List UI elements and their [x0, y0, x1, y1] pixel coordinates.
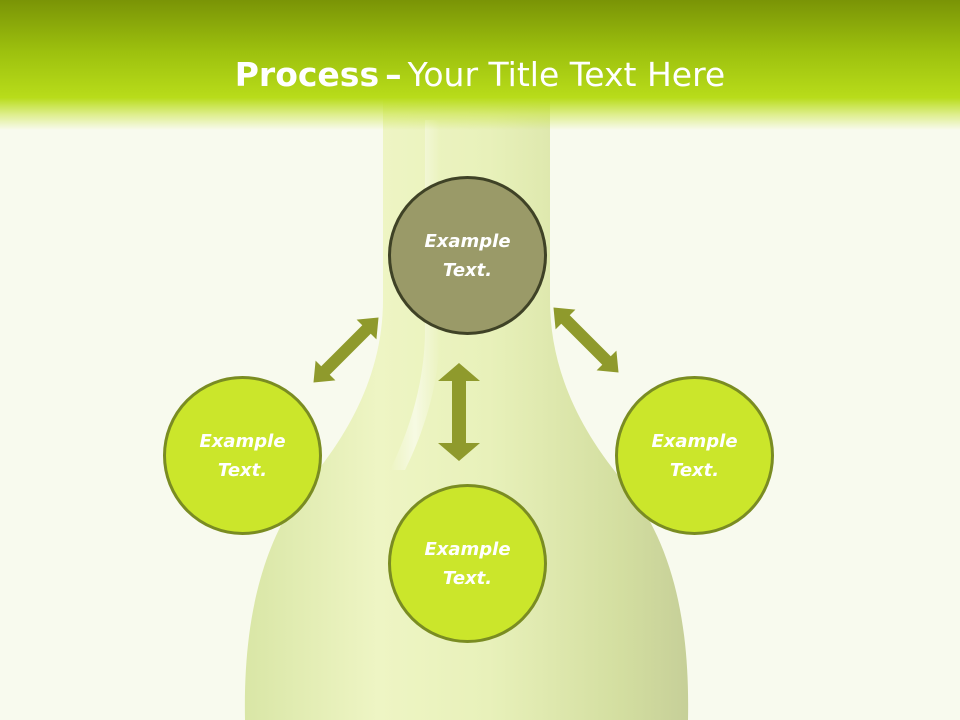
arrow-top-right [553, 307, 619, 373]
right-node-text: Example Text. [635, 427, 755, 485]
left-node-line2: Text. [217, 459, 268, 481]
vase-body [244, 100, 689, 720]
title-bold: Process [234, 55, 380, 94]
bottom-node-text: Example Text. [408, 535, 528, 593]
right-node-line1: Example [651, 430, 738, 452]
title-separator: – [385, 55, 402, 94]
arrow-top-left [313, 317, 379, 383]
bottom-node-line1: Example [424, 538, 511, 560]
bottom-node[interactable]: Example Text. [388, 484, 547, 643]
right-node-line2: Text. [669, 459, 720, 481]
title-bar: Process–Your Title Text Here [0, 0, 960, 130]
center-node-line1: Example [424, 230, 511, 252]
center-node[interactable]: Example Text. [388, 176, 547, 335]
slide-title: Process–Your Title Text Here [0, 52, 960, 98]
arrow-vertical [438, 363, 480, 461]
center-node-line2: Text. [442, 259, 493, 281]
title-rest: Your Title Text Here [407, 55, 726, 94]
left-node[interactable]: Example Text. [163, 376, 322, 535]
right-node[interactable]: Example Text. [615, 376, 774, 535]
left-node-line1: Example [199, 430, 286, 452]
center-node-text: Example Text. [408, 227, 528, 285]
left-node-text: Example Text. [183, 427, 303, 485]
bottom-node-line2: Text. [442, 567, 493, 589]
